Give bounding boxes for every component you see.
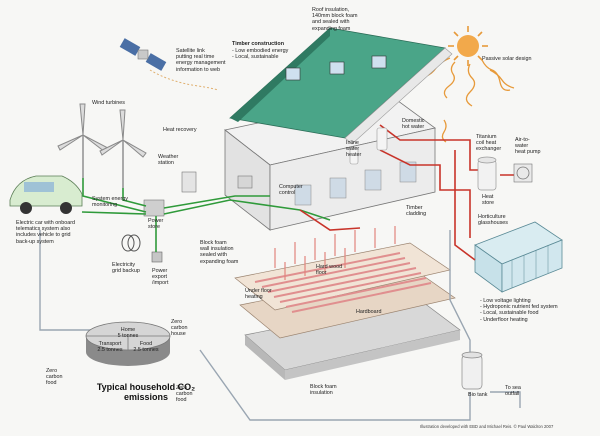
computer-control-label: Computer control: [279, 184, 303, 197]
inline-heater-icon: [349, 147, 359, 165]
sun-icon: [448, 26, 488, 66]
zero-carbon-food-left-label: Zero carbon food: [46, 368, 63, 387]
food-tonnes-label: Food 2.5 tonnes: [133, 341, 159, 354]
horticulture-label: Horticulture glasshouses: [478, 214, 508, 227]
co2-emissions-title: Typical household CO₂ emissions: [96, 382, 196, 402]
heat-lines: [299, 124, 521, 261]
satellite-label: Satellite link putting real time energy …: [176, 48, 226, 73]
heat-pump-icon: [513, 163, 533, 183]
home-tonnes-label: Home 5 tonnes: [117, 327, 139, 340]
timber-construction-label: Timber construction: [232, 41, 285, 47]
electric-lines: [81, 178, 331, 252]
power-export-label: Power export /import: [152, 268, 169, 287]
hard-wood-floor-label: Hard wood floor: [316, 264, 343, 277]
glasshouse-features-label: - Low voltage lighting - Hydroponic nutr…: [480, 298, 558, 323]
timber-construction-items: - Low embodied energy - Local, sustainab…: [232, 48, 289, 61]
hot-water-tank-icon: [376, 127, 388, 151]
weather-station-icon: [181, 171, 197, 193]
zero-carbon-food-right-label: Zero carbon food: [176, 385, 193, 404]
underfloor-pipes: [254, 252, 432, 313]
hardboard-label: Hardboard: [356, 309, 382, 315]
electric-car-icon: [9, 175, 83, 214]
heat-recovery-label: Heat recovery: [163, 127, 197, 133]
electricity-grid-label: Electricity grid backup: [112, 262, 140, 275]
under-floor-heating-label: Under floor heating: [245, 288, 272, 301]
block-foam-insulation-label: Block foam insulation: [310, 384, 337, 397]
inline-water-heater-label: Inline water heater: [346, 140, 362, 159]
titanium-exchanger-label: Titanium coil heat exchanger: [476, 134, 502, 153]
power-store-icon: [143, 199, 165, 217]
heat-store-icon: [477, 156, 497, 191]
glasshouse: [474, 221, 563, 293]
system-monitoring-label: System energy monitoring: [92, 196, 128, 209]
heat-recovery-unit-icon: [237, 175, 253, 189]
weather-station-label: Weather station: [158, 154, 179, 167]
zero-carbon-house-label: Zero carbon house: [171, 319, 188, 338]
heat-store-label: Heat store: [482, 194, 494, 207]
bio-tank-label: Bio tank: [468, 392, 488, 398]
credit-line: Illustration developed with EBD and Mich…: [420, 424, 554, 429]
timber-cladding-label: Timber cladding: [406, 205, 427, 218]
water-lines: [39, 230, 521, 421]
electric-car-label: Electric car with onboard telematics sys…: [16, 220, 76, 245]
satellite-icon: [119, 38, 219, 91]
passive-solar-label: Passive solar design: [482, 56, 532, 62]
roof: [229, 27, 453, 145]
heat-rising-arrows: [274, 226, 396, 280]
to-sea-outfall-label: To sea outfall: [505, 385, 521, 398]
power-plug-icon: [151, 251, 163, 263]
solar-rays-icon: [425, 57, 515, 147]
block-foam-wall-label: Block foam wall insulation sealed with e…: [200, 240, 239, 265]
roof-insulation-label: Roof insulation, 140mm block foam and se…: [312, 7, 358, 32]
grid-coil-icon: [121, 234, 141, 252]
transport-tonnes-label: Transport 2.5 tonnes: [97, 341, 123, 354]
wind-turbine-icon: [57, 103, 147, 188]
co2-pie-icon: [85, 321, 171, 366]
power-store-label: Power store: [148, 218, 164, 231]
air-to-water-label: Air-to- water heat pump: [515, 137, 541, 156]
domestic-hot-water-label: Domestic hot water: [402, 118, 425, 131]
bio-tank-icon: [461, 351, 483, 390]
wind-turbines-label: Wind turbines: [92, 100, 125, 106]
